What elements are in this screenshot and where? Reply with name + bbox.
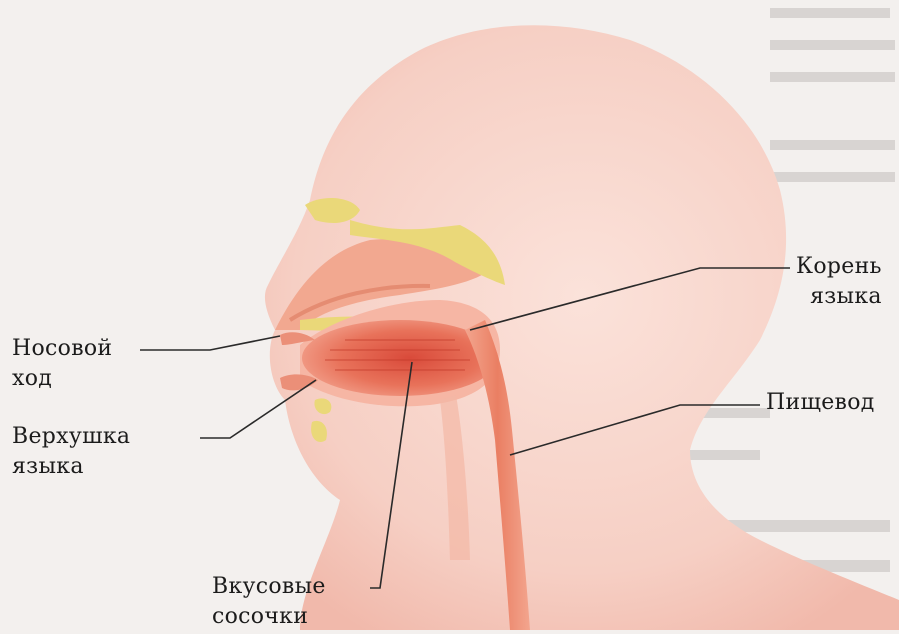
label-tongue-root-line2: языка	[796, 282, 882, 312]
label-tongue-tip-line1: Верхушка	[12, 422, 130, 452]
leader-line-nasal	[140, 336, 280, 350]
label-nasal-passage-line1: Носовой	[12, 334, 112, 364]
label-esophagus: Пищевод	[766, 388, 875, 418]
label-nasal-passage: Носовой ход	[12, 334, 112, 394]
label-tongue-root: Корень языка	[796, 252, 882, 312]
label-taste-buds: Вкусовые сосочки	[212, 572, 326, 632]
label-nasal-passage-line2: ход	[12, 364, 112, 394]
label-taste-buds-line1: Вкусовые	[212, 572, 326, 602]
label-tongue-tip: Верхушка языка	[12, 422, 130, 482]
label-tongue-root-line1: Корень	[796, 252, 882, 282]
label-taste-buds-line2: сосочки	[212, 602, 326, 632]
label-tongue-tip-line2: языка	[12, 452, 130, 482]
